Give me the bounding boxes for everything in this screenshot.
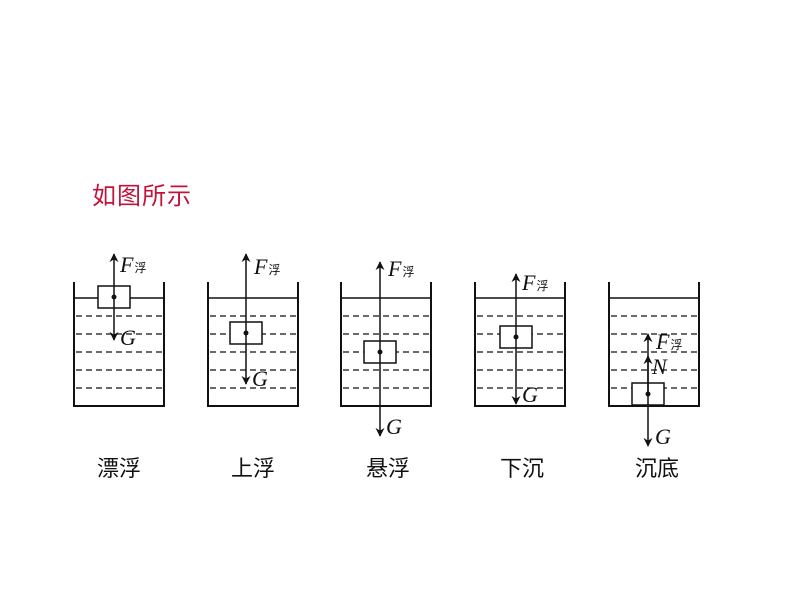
state-label-suspended: 悬浮 — [366, 457, 410, 482]
buoyancy-label-sinking: F浮 — [521, 270, 548, 295]
state-label-rising: 上浮 — [231, 457, 275, 482]
container-floating: F浮 G — [73, 252, 165, 407]
gravity-label-suspended: G — [386, 414, 402, 439]
container-resting: F浮 N G — [608, 282, 700, 449]
gravity-label-rising: G — [252, 366, 268, 391]
state-label-resting: 沉底 — [635, 457, 679, 482]
heading: 如图所示 — [92, 182, 192, 210]
gravity-label-floating: G — [120, 325, 136, 350]
gravity-label-sinking: G — [522, 382, 538, 407]
state-label-sinking: 下沉 — [500, 457, 544, 482]
container-sinking: F浮 G — [474, 270, 566, 407]
buoyancy-label-resting: F浮 — [655, 329, 682, 354]
normal-label-resting: N — [651, 354, 668, 379]
state-label-floating: 漂浮 — [97, 457, 141, 482]
buoyancy-label-rising: F浮 — [253, 254, 280, 279]
container-suspended: F浮 G — [340, 256, 432, 439]
container-rising: F浮 G — [207, 253, 299, 407]
buoyancy-label-suspended: F浮 — [387, 256, 414, 281]
gravity-label-resting: G — [655, 424, 671, 449]
buoyancy-label-floating: F浮 — [119, 252, 146, 277]
